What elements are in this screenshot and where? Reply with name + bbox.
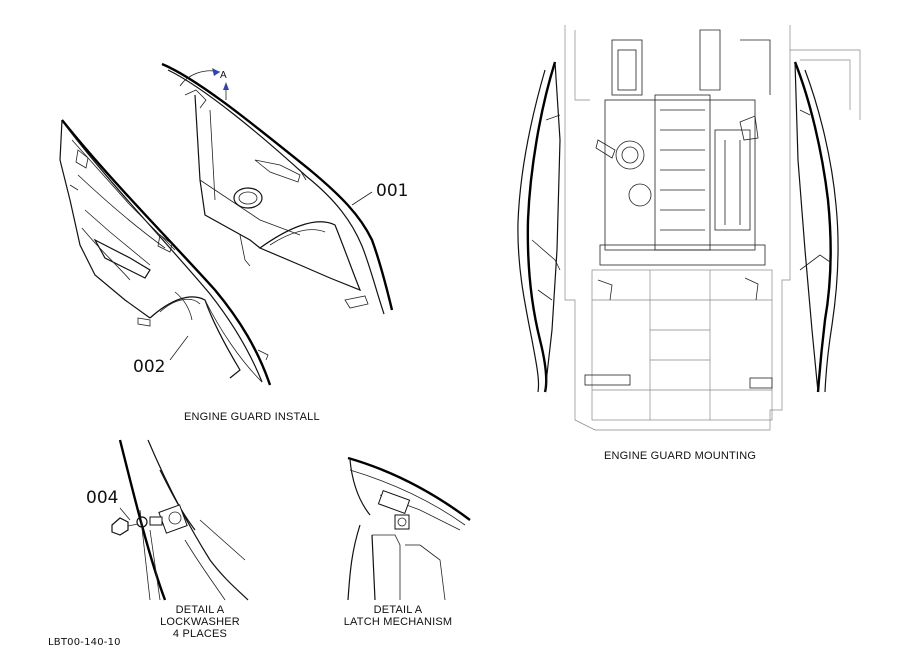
view-title-mounting: ENGINE GUARD MOUNTING: [604, 450, 757, 462]
leader-001: [351, 191, 373, 206]
detail-caption-lockwasher: DETAIL A LOCKWASHER 4 PLACES: [150, 604, 250, 640]
mounting-brackets: [584, 115, 773, 389]
detail-caption-line1: DETAIL A: [175, 604, 225, 616]
detail-caption-latch: DETAIL A LATCH MECHANISM: [338, 604, 458, 628]
guard-panel-001: [161, 62, 394, 315]
engine-block: [599, 29, 771, 266]
detail-caption-line2: LOCKWASHER: [160, 616, 240, 628]
callout-001: 001: [376, 181, 409, 201]
detail-latch-drawing: [347, 456, 471, 601]
detail-caption-line2: LATCH MECHANISM: [343, 616, 453, 628]
rotation-arrow-icon: [179, 68, 229, 100]
drawing-number: LBT00-140-10: [48, 637, 121, 648]
detail-marker-a: A: [220, 70, 227, 81]
detail-caption-line3: 4 PLACES: [172, 628, 228, 640]
chassis-frame: [564, 25, 861, 431]
mounting-guard-left: [517, 61, 561, 393]
view-title-install: ENGINE GUARD INSTALL: [184, 411, 320, 423]
detail-lockwasher-drawing: [111, 439, 249, 601]
callout-004: 004: [86, 488, 119, 508]
callout-002: 002: [133, 357, 166, 377]
guard-panel-002: [59, 119, 272, 386]
detail-caption-line1: DETAIL A: [373, 604, 423, 616]
leader-002: [169, 335, 189, 361]
mounting-guard-right: [793, 61, 839, 393]
leader-004: [119, 507, 131, 521]
